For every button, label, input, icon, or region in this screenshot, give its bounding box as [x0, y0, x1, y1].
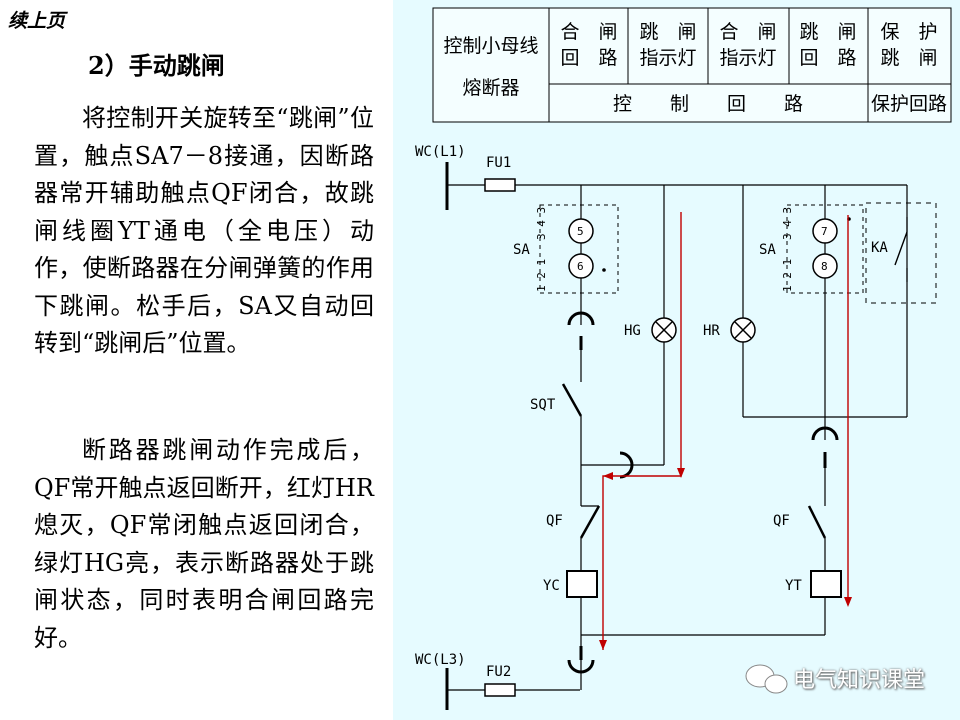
fuse-label-fu2: FU2 [486, 664, 511, 680]
current-flow [602, 212, 849, 650]
contact-label-7: 7 [821, 225, 828, 238]
table-fuse-label: 熔断器 [462, 77, 519, 99]
table-protect-label-2: 跳 闸 [880, 47, 937, 69]
sa-position-top-right: 3 4 3 [781, 207, 794, 240]
paragraph-after-trip: 断路器跳闸动作完成后，QF常开触点返回断开，红灯HR熄灭，QF常闭触点返回闭合，… [34, 436, 374, 652]
table-trip-lamp-label-2: 指示灯 [639, 47, 696, 69]
coil-yc [566, 570, 598, 598]
bus-label-top: WC(L1) [415, 144, 466, 160]
table-control-circuit-label: 控 制 回 路 [613, 93, 803, 115]
qf-label-right: QF [773, 513, 790, 529]
yt-label: YT [785, 578, 802, 594]
ka-relay-box [865, 202, 937, 304]
sa-contact-6 [568, 253, 594, 279]
fuse-fu2 [484, 683, 516, 697]
table-close-lamp-label-1: 合 闸 [719, 21, 776, 43]
arrow-down-icon [677, 468, 685, 478]
sa-label-right: SA [759, 242, 776, 258]
coil-yt [810, 570, 842, 598]
paragraph-manual-trip: 将控制开关旋转至“跳闸”位置，触点SA7－8接通，因断路器常开辅助触点QF闭合，… [34, 104, 374, 357]
fuse-fu1 [484, 178, 516, 192]
sa-switch-box-left [539, 204, 619, 294]
bus-label-bottom: WC(L3) [415, 652, 466, 668]
hr-label: HR [703, 323, 720, 339]
ka-contact [894, 231, 908, 266]
arrow-down-icon [599, 640, 607, 650]
sqt-label: SQT [530, 397, 556, 413]
section-heading: 2）手动跳闸 [88, 51, 225, 80]
sa-position-bottom-left: 1 2 1 [535, 259, 548, 292]
sa-contact-8 [812, 253, 838, 279]
table-protection-circuit-label: 保护回路 [871, 93, 947, 115]
contact-label-6: 6 [577, 260, 584, 273]
current-path-closing [602, 212, 682, 650]
sa-contact-5 [568, 218, 594, 244]
table-busbar-label: 控制小母线 [443, 35, 538, 57]
qf-label-left: QF [546, 513, 563, 529]
ka-label: KA [871, 240, 888, 256]
table-trip-circuit-label-2: 回 路 [799, 47, 856, 69]
qf-switch-left [579, 505, 601, 539]
hg-label: HG [624, 323, 641, 339]
circuit-table [432, 7, 952, 123]
contact-label-8: 8 [821, 260, 828, 273]
lamp-hr [730, 317, 756, 343]
table-closing-label-1: 合 闸 [560, 21, 617, 43]
arrow-left-icon [603, 472, 613, 480]
contact-label-5: 5 [577, 225, 584, 238]
table-trip-lamp-label-1: 跳 闸 [639, 21, 696, 43]
table-close-lamp-label-2: 指示灯 [719, 47, 776, 69]
qf-auxiliary-contact-2 [811, 426, 839, 441]
sa-position-top-left: 3 4 3 [535, 207, 548, 240]
sa-contact-7 [812, 218, 838, 244]
arrow-down-icon [844, 597, 852, 607]
fuse-label-fu1: FU1 [486, 155, 511, 171]
sa-position-bottom-right: 1 2 1 [781, 259, 794, 292]
continued-label: 续上页 [8, 10, 66, 32]
table-trip-circuit-label-1: 跳 闸 [799, 21, 856, 43]
table-protect-label-1: 保 护 [880, 21, 937, 43]
table-closing-label-2: 回 路 [560, 47, 617, 69]
qf-auxiliary-contact-1 [567, 311, 595, 326]
watermark-text: 电气知识课堂 [793, 668, 926, 693]
lamp-hg [651, 317, 677, 343]
sa-label-left: SA [513, 242, 530, 258]
sqt-switch [561, 383, 583, 417]
qf-auxiliary-contact-3 [567, 659, 595, 674]
wechat-logo-icon [745, 664, 788, 694]
qf-switch-right [807, 505, 827, 539]
yc-label: YC [543, 578, 560, 594]
text-panel: 续上页 2）手动跳闸 将控制开关旋转至“跳闸”位置，触点SA7－8接通，因断路器… [0, 0, 393, 720]
sa-switch-box-right [786, 204, 864, 294]
